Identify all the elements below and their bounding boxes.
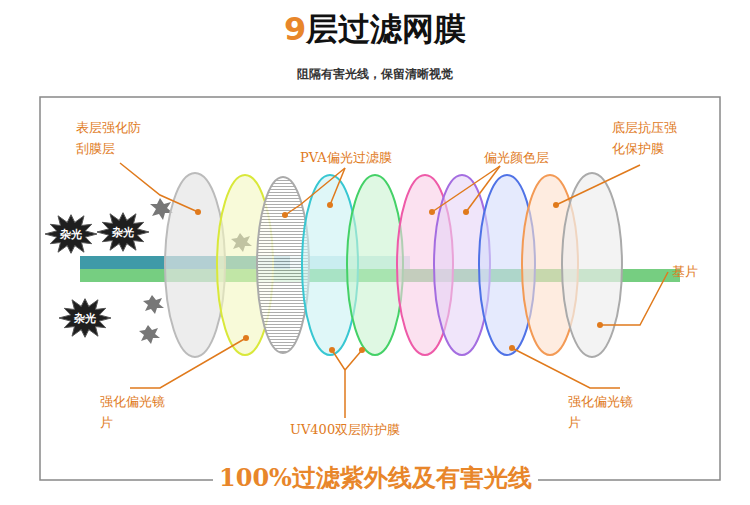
callout-label: 底层抗压强化保护膜 xyxy=(612,118,684,160)
stray-light-burst: 杂光 xyxy=(58,296,112,340)
callout-label: 表层强化防刮膜层 xyxy=(76,118,148,160)
leader-dots xyxy=(195,202,603,353)
callout-label: 偏光颜色层 xyxy=(484,148,549,169)
burst-label: 杂光 xyxy=(58,296,112,326)
stray-light-burst: 杂光 xyxy=(44,212,98,256)
callout-label: 强化偏光镜片 xyxy=(100,392,172,434)
lens-stack xyxy=(165,173,622,357)
leader-lines xyxy=(120,163,668,418)
callout-label: 基片 xyxy=(672,262,698,283)
subtitle: 阻隔有害光线，保留清晰视觉 xyxy=(297,66,453,83)
title: 9层过滤网膜 xyxy=(284,8,466,52)
callout-label: 强化偏光镜片 xyxy=(568,392,640,434)
burst-label: 杂光 xyxy=(44,212,98,242)
frame xyxy=(40,97,720,480)
stray-light-burst: 杂光 xyxy=(96,210,150,254)
burst-label: 杂光 xyxy=(96,210,150,240)
callout-label: UV400双层防护膜 xyxy=(290,420,400,441)
caption: 100%过滤紫外线及有害光线 xyxy=(213,462,538,494)
callout-label: PVA偏光过滤膜 xyxy=(300,148,392,169)
